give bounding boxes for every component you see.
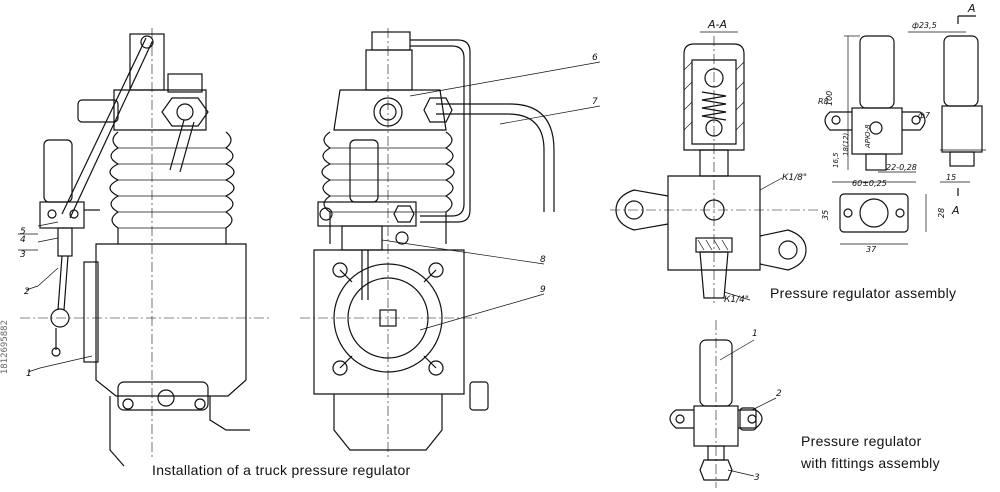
callouts-left: 5 4 3 2 1 [18, 221, 93, 379]
regulator-dimension-view: АРЮ-8 A A 100 ф23,5 R8 18(12) 16,5 ф7 60… [818, 2, 986, 254]
callout-5: 5 [20, 227, 26, 237]
callout-1: 1 [26, 369, 32, 379]
section-marker-bottom: A [951, 204, 960, 217]
dimension-height-100: 100 [825, 91, 834, 106]
watermark-id: 1812695882 [0, 320, 10, 375]
dimension-side-15: 15 [946, 173, 956, 182]
body-marking: АРЮ-8 [864, 124, 872, 149]
fittings-callout-2: 2 [776, 389, 782, 399]
dimension-r8: R8 [818, 97, 829, 106]
callout-4: 4 [20, 235, 26, 245]
callout-6: 6 [592, 53, 598, 63]
installation-front-view: 6 7 8 9 [300, 28, 601, 460]
callout-8: 8 [540, 255, 546, 265]
callouts-middle: 6 7 8 9 [381, 53, 601, 331]
callout-2: 2 [24, 287, 30, 297]
cooling-fins [109, 131, 235, 244]
dimension-height-16-5: 16,5 [832, 152, 840, 168]
section-hatching [683, 61, 745, 131]
cooling-fins-front [321, 131, 455, 244]
callout-7: 7 [592, 97, 598, 107]
dimension-width-60: 60±0,25 [852, 179, 887, 188]
dimension-height-28: 28 [937, 208, 946, 218]
fittings-callout-1: 1 [752, 329, 758, 339]
dimension-diameter-7: ф7 [918, 111, 931, 120]
callout-3: 3 [20, 250, 26, 260]
dimension-diameter-top: ф23,5 [912, 21, 937, 30]
installation-side-view: 5 4 3 2 1 [18, 28, 270, 467]
dimension-thread-bottom: К1/4" [724, 295, 749, 305]
section-marker-top: A [967, 2, 976, 15]
section-a-a: A-A К1/8" [610, 18, 820, 306]
dimension-width-22: 22-0,28 [886, 163, 917, 172]
caption-installation: Installation of a truck pressure regulat… [152, 462, 411, 478]
dimension-width-37: 37 [866, 245, 877, 254]
dimension-height-18: 18(12) [842, 132, 850, 156]
caption-fittings-line2: with fittings assembly [801, 455, 940, 471]
caption-fittings-line1: Pressure regulator [801, 433, 922, 449]
caption-assembly: Pressure regulator assembly [770, 285, 957, 301]
fittings-assembly-view: 1 2 3 [669, 320, 782, 488]
callout-9: 9 [540, 285, 546, 295]
dimension-thread-top: К1/8" [782, 173, 807, 183]
pressure-regulator-side [39, 139, 100, 357]
section-label: A-A [707, 18, 727, 31]
fittings-callout-3: 3 [754, 473, 760, 483]
dimension-height-35: 35 [821, 210, 830, 220]
